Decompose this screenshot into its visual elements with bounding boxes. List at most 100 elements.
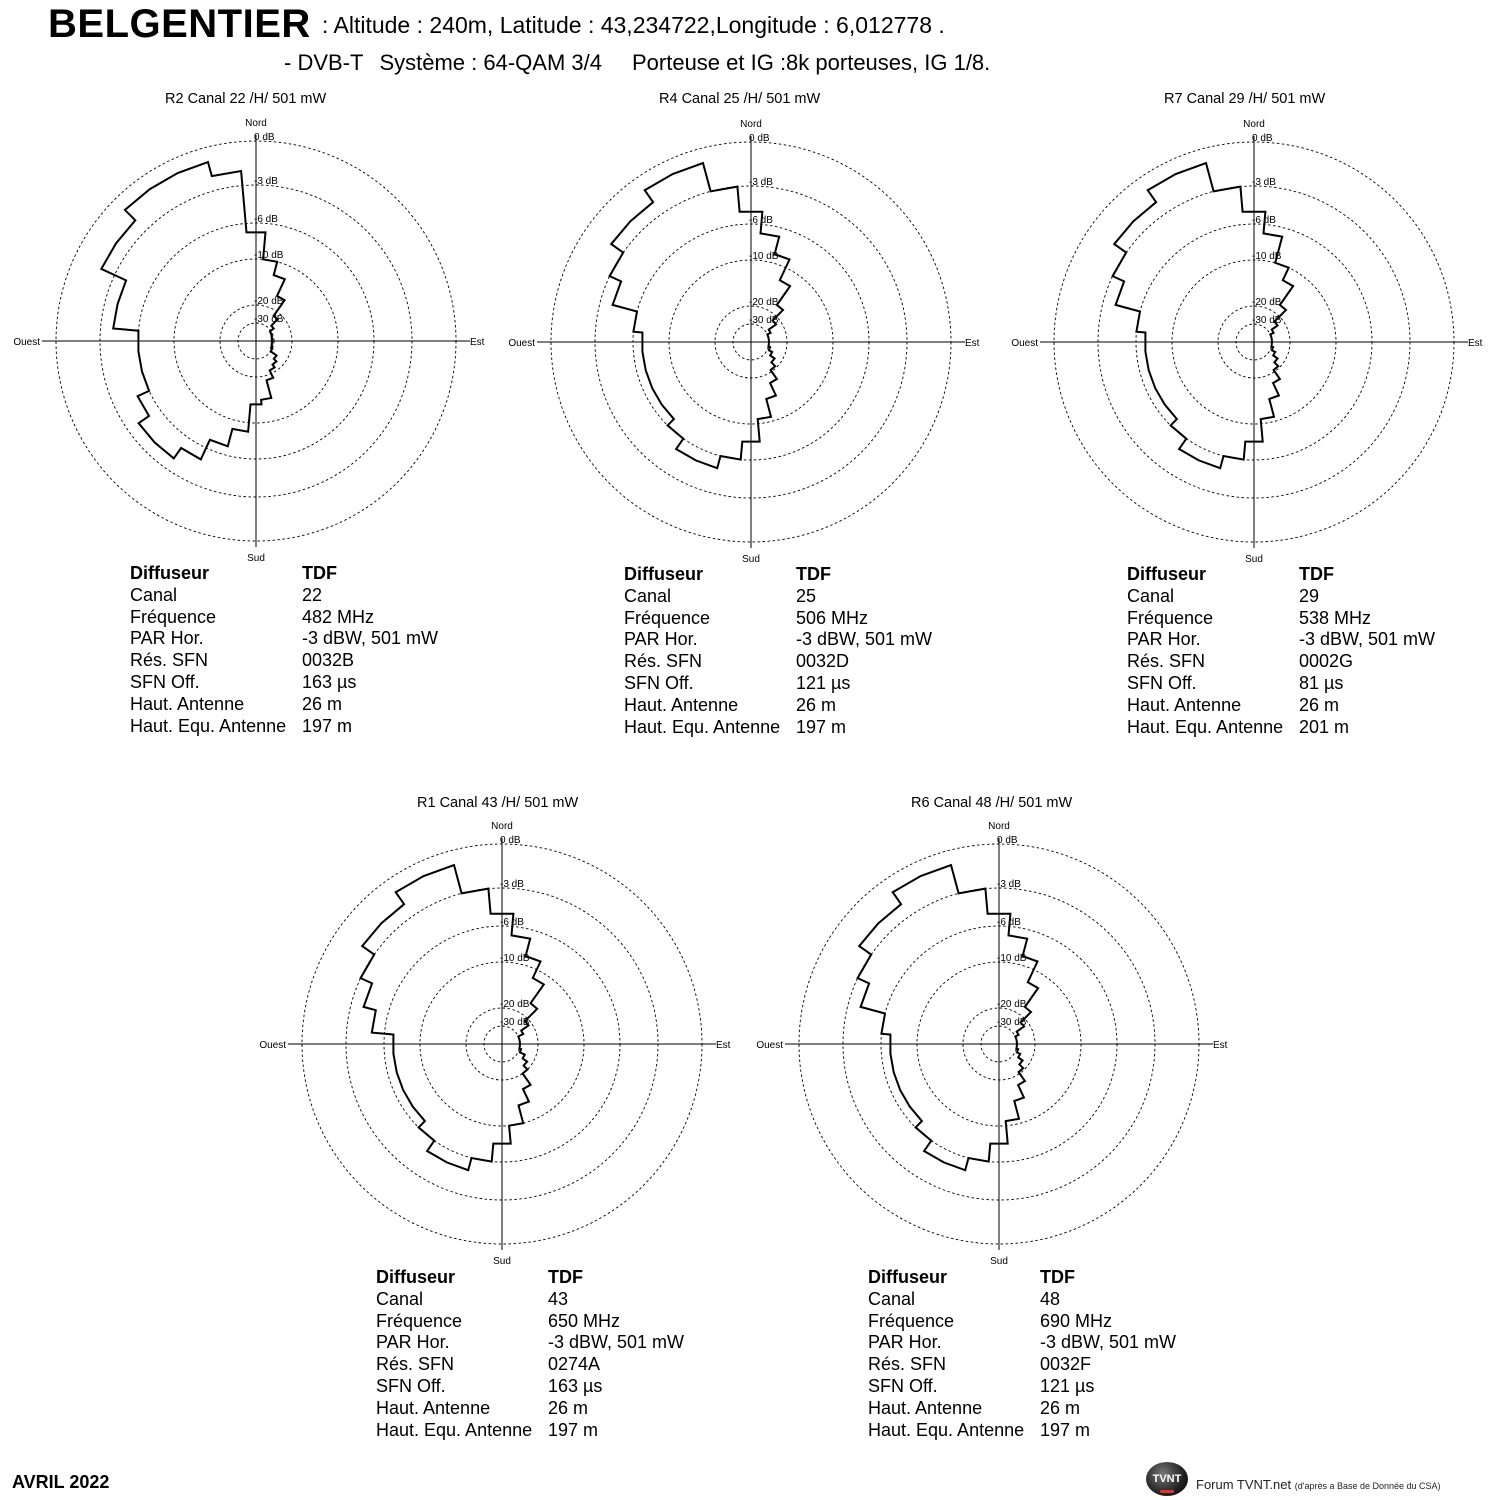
info-key: Haut. Antenne	[376, 1397, 491, 1418]
info-row: PAR Hor.-3 dBW, 501 mW	[130, 628, 438, 650]
info-row: PAR Hor. -3 dBW, 501 mW	[624, 629, 932, 651]
ring-label: 0 dB	[1252, 133, 1273, 144]
tvnt-logo: TVNT	[1146, 1462, 1188, 1496]
info-key: Canal	[130, 584, 178, 605]
info-key: SFN Off.	[130, 671, 200, 692]
info-row: PAR Hor.-3 dBW, 501 mW	[376, 1332, 684, 1354]
info-value: 0274A	[548, 1354, 601, 1375]
info-value: 29	[1299, 585, 1320, 606]
ring-label: 0 dB	[997, 835, 1018, 846]
label-east: Est	[470, 337, 485, 348]
info-value: 0002G	[1299, 651, 1354, 672]
info-value: -3 dBW, 501 mW	[548, 1332, 685, 1353]
pattern-series	[608, 161, 792, 470]
info-key: PAR Hor.	[624, 629, 698, 650]
label-south: Sud	[742, 554, 760, 565]
pattern-series	[359, 863, 546, 1172]
info-key: Fréquence	[624, 607, 711, 628]
info-key: PAR Hor.	[1127, 629, 1201, 650]
chart-title: R2 Canal 22 /H/ 501 mW	[165, 91, 327, 107]
chart-title: R6 Canal 48 /H/ 501 mW	[911, 795, 1073, 811]
ring-label: -10 dB	[254, 250, 284, 261]
info-value: 121 µs	[796, 672, 851, 693]
ring-label: -10 dB	[997, 953, 1027, 964]
info-value: 506 MHz	[796, 607, 869, 628]
info-value: 163 µs	[302, 671, 357, 692]
info-row: PAR Hor.-3 dBW, 501 mW	[868, 1332, 1176, 1354]
source-note: (d'après a Base de Donnée du CSA)	[1294, 1481, 1441, 1491]
ring-label: -10 dB	[500, 953, 530, 964]
info-value: 650 MHz	[548, 1310, 621, 1331]
info-value: 690 MHz	[1040, 1310, 1113, 1331]
label-west: Ouest	[508, 338, 535, 349]
info-value: 81 µs	[1299, 672, 1344, 693]
info-row: Diffuseur TDF	[376, 1267, 684, 1289]
ring-label: -3 dB	[749, 177, 773, 188]
label-south: Sud	[493, 1256, 511, 1267]
ring-label: -20 dB	[500, 999, 530, 1010]
info-key: SFN Off.	[376, 1375, 446, 1396]
ring-label: -6 dB	[500, 917, 524, 928]
info-value: 0032D	[796, 651, 850, 672]
info-key: Diffuseur	[376, 1267, 456, 1287]
info-value: 121 µs	[1040, 1375, 1095, 1396]
town-name: BELGENTIER	[48, 2, 311, 46]
info-row: SFN Off. 163 µs	[376, 1376, 684, 1398]
chart-title: R7 Canal 29 /H/ 501 mW	[1164, 91, 1326, 107]
ring-label: -20 dB	[1252, 297, 1282, 308]
info-value: TDF	[796, 564, 831, 584]
ring-label: -30 dB	[1252, 315, 1282, 326]
standard-label: - DVB-T	[284, 50, 364, 75]
info-value: TDF	[548, 1267, 583, 1287]
info-key: Canal	[868, 1288, 916, 1309]
info-key: SFN Off.	[1127, 672, 1197, 693]
info-value: 25	[796, 585, 817, 606]
ring-label: -30 dB	[749, 315, 779, 326]
info-row: SFN Off. 163 µs	[130, 672, 438, 694]
info-key: Fréquence	[1127, 607, 1214, 628]
ring-label: -3 dB	[500, 879, 524, 890]
ring-label: -6 dB	[254, 214, 278, 225]
info-value: -3 dBW, 501 mW	[796, 629, 933, 650]
label-north: Nord	[491, 821, 513, 832]
info-key: Fréquence	[376, 1310, 463, 1331]
label-east: Est	[716, 1040, 731, 1051]
info-value: 163 µs	[548, 1375, 603, 1396]
info-key: Haut. Equ. Antenne	[624, 716, 781, 737]
info-value: 197 m	[302, 715, 353, 736]
label-west: Ouest	[1011, 338, 1038, 349]
info-key: Canal	[1127, 585, 1175, 606]
pattern-series	[1111, 161, 1295, 470]
data-source: Forum TVNT.net (d'après a Base de Donnée…	[1196, 1477, 1441, 1492]
ring-label: -20 dB	[997, 999, 1027, 1010]
label-west: Ouest	[259, 1040, 286, 1051]
source-forum: Forum TVNT.net	[1196, 1477, 1292, 1492]
info-key: Canal	[376, 1288, 424, 1309]
ring-label: -20 dB	[749, 297, 779, 308]
info-key: Haut. Antenne	[868, 1397, 983, 1418]
info-value: 197 m	[548, 1419, 599, 1440]
info-key: Haut. Equ. Antenne	[1127, 716, 1284, 737]
info-row: SFN Off. 81 µs	[1127, 673, 1435, 695]
